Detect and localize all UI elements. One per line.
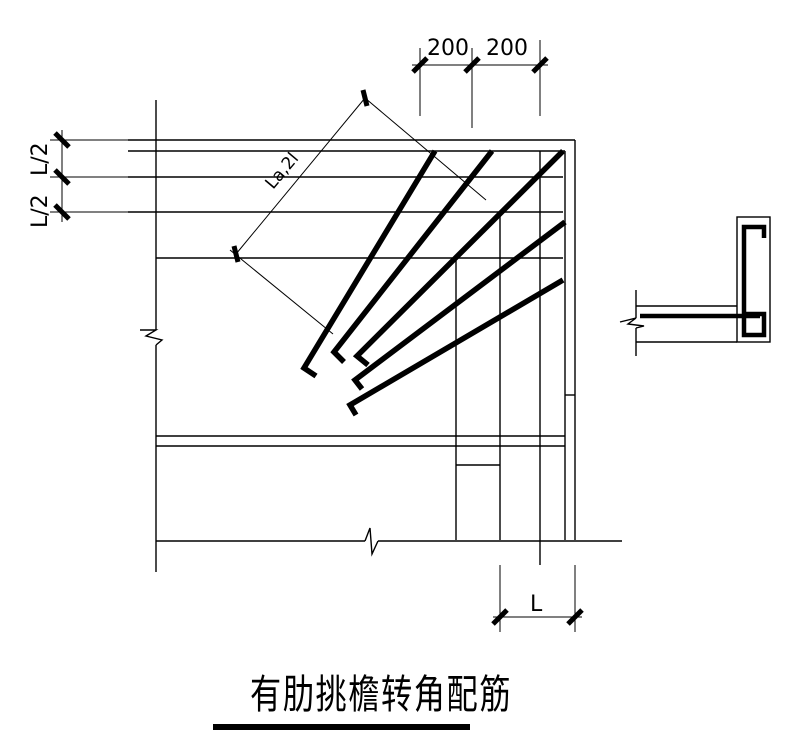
dim-tick [53, 131, 71, 149]
top-dimension: 200 200 [411, 36, 549, 128]
dim-tick [491, 608, 509, 626]
slab-outline [128, 100, 622, 572]
dim-tick [231, 245, 241, 263]
bottom-dimension: L [491, 565, 584, 632]
dim-tick [566, 608, 584, 626]
dim-label-200-right: 200 [486, 36, 528, 61]
section-detail [619, 216, 771, 356]
rebar-5 [346, 277, 565, 417]
dim-label-anchorage: La,2l [262, 149, 304, 193]
title-underline [213, 724, 470, 730]
dim-label-l: L [530, 592, 543, 617]
left-dimension: L/2 L/2 [28, 130, 128, 228]
dim-tick [53, 168, 71, 186]
dim-label-half-l-lower: L/2 [28, 194, 53, 228]
corner-rebars [300, 149, 567, 417]
dim-tick [411, 56, 429, 74]
dim-label-half-l-upper: L/2 [28, 142, 53, 176]
rebar-1 [300, 149, 438, 379]
rebar-3 [352, 149, 565, 368]
dim-tick [531, 56, 549, 74]
drawing-title: 有肋挑檐转角配筋 [250, 672, 513, 718]
rebar-4 [351, 219, 567, 391]
rebar-2 [330, 149, 495, 364]
dim-tick [463, 56, 481, 74]
dim-tick [360, 89, 370, 107]
dim-tick [53, 203, 71, 221]
dim-label-200-left: 200 [427, 36, 469, 61]
